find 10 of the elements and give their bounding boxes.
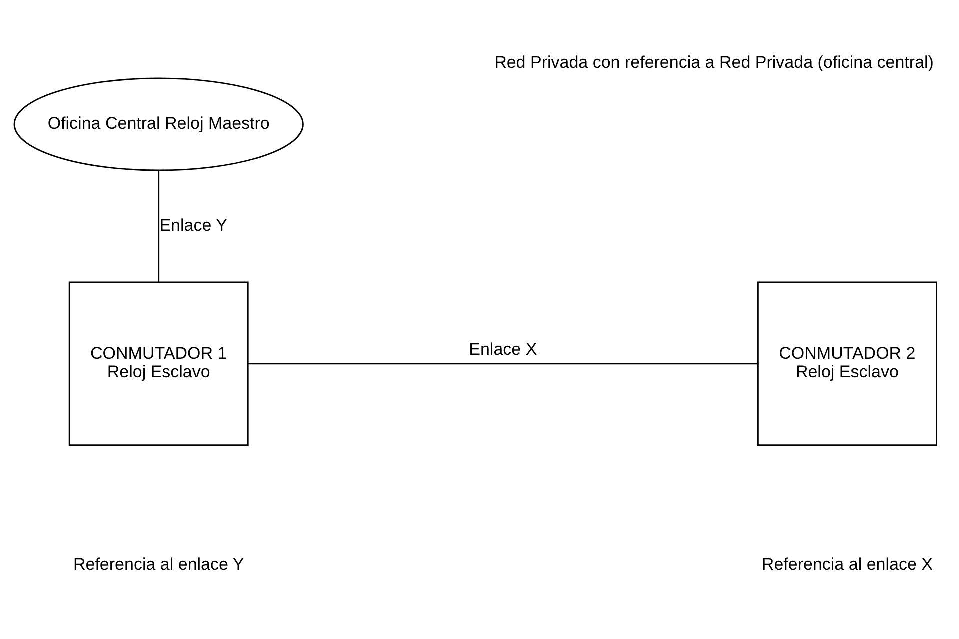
edge-label: Enlace Y <box>159 215 227 234</box>
connector <box>158 170 160 282</box>
node-box: CONMUTADOR 1 Reloj Esclavo <box>68 281 248 446</box>
node-box: CONMUTADOR 2 Reloj Esclavo <box>756 281 937 446</box>
label: Referencia al enlace X <box>761 554 932 574</box>
edge-label: Enlace X <box>468 339 537 358</box>
connector <box>248 362 758 364</box>
label: Referencia al enlace Y <box>72 554 244 574</box>
node-ellipse: Oficina Central Reloj Maestro <box>13 77 304 171</box>
diagram-title: Red Privada con referencia a Red Privada (oficina central) <box>494 52 934 72</box>
